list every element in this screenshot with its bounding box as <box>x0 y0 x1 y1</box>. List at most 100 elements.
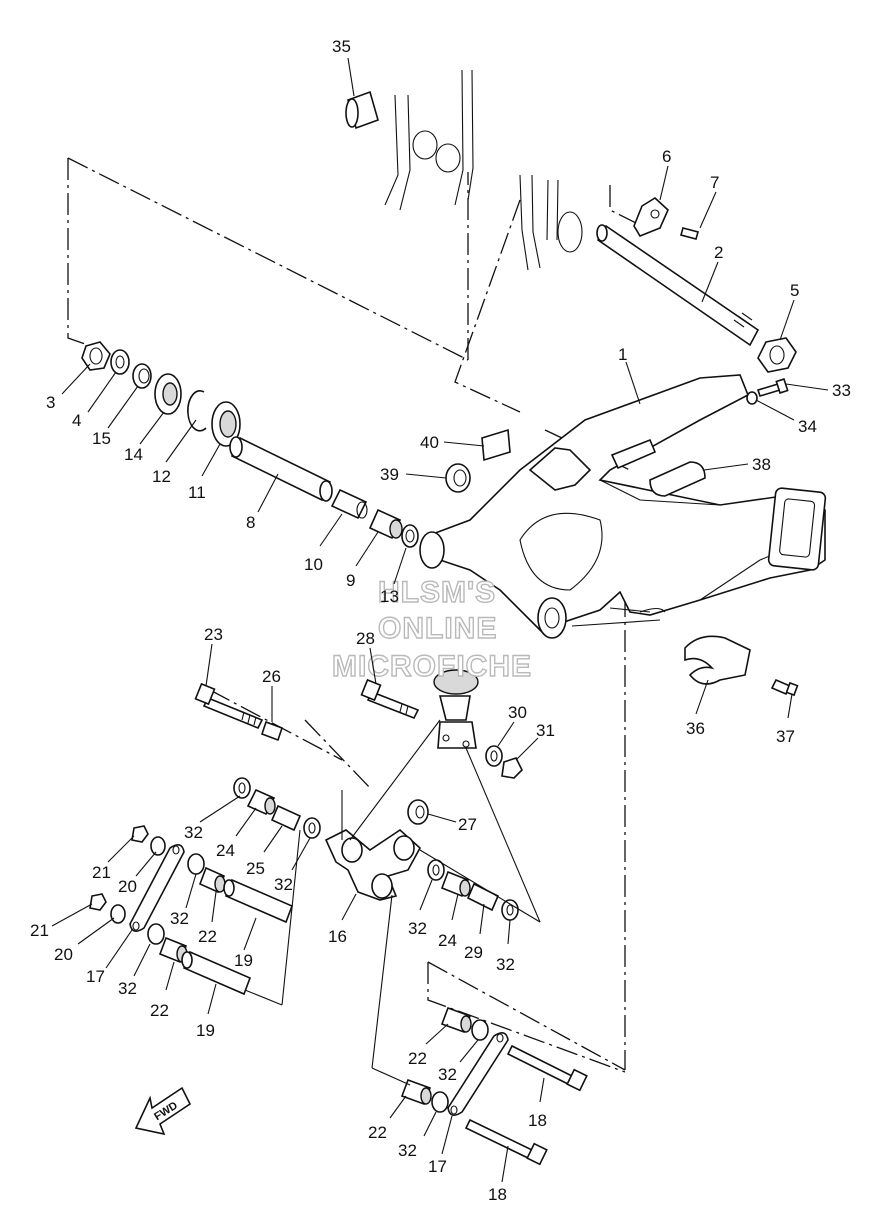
part-5-nut <box>757 337 797 373</box>
watermark-line2: ONLINE <box>378 612 497 645</box>
callout-34: 34 <box>798 417 817 436</box>
callout-22: 22 <box>150 1001 169 1020</box>
part-7-bolt <box>680 227 699 240</box>
callout-32: 32 <box>274 875 293 894</box>
callout-16: 16 <box>328 927 347 946</box>
part-19-tubes <box>181 878 294 996</box>
callout-12: 12 <box>152 467 171 486</box>
part-35-cap <box>345 90 379 130</box>
watermark: HLSM'S ONLINE MICROFICHE <box>331 575 532 683</box>
callout-25: 25 <box>246 859 265 878</box>
callout-19: 19 <box>234 951 253 970</box>
callout-4: 4 <box>72 411 81 430</box>
callout-32: 32 <box>184 823 203 842</box>
part-39-grommet <box>445 463 471 493</box>
part-17-links <box>129 844 509 1116</box>
part-4-washer <box>110 349 130 375</box>
callout-11: 11 <box>188 483 206 502</box>
part-13-seal <box>401 524 419 548</box>
bearing-group-upper <box>233 777 321 839</box>
callout-36: 36 <box>686 719 705 738</box>
callout-17: 17 <box>428 1157 447 1176</box>
part-9-bearing <box>368 508 403 540</box>
callout-15: 15 <box>92 429 111 448</box>
callout-6: 6 <box>662 147 671 166</box>
callout-33: 33 <box>832 381 851 400</box>
callout-8: 8 <box>246 513 255 532</box>
callout-35: 35 <box>332 37 351 56</box>
frame-tubes <box>384 69 583 271</box>
callout-27: 27 <box>458 815 477 834</box>
fwd-arrow-icon: FWD <box>134 1086 192 1136</box>
callout-14: 14 <box>124 445 143 464</box>
callout-29: 29 <box>464 943 483 962</box>
callout-24: 24 <box>438 931 457 950</box>
callout-32: 32 <box>496 955 515 974</box>
part-27-collar <box>407 799 429 825</box>
callout-13: 13 <box>380 587 399 606</box>
part-30-washer <box>485 745 503 767</box>
callout-2: 2 <box>714 243 723 262</box>
watermark-line3: MICROFICHE <box>332 650 532 683</box>
callout-19: 19 <box>196 1021 215 1040</box>
part-33-bolt <box>756 378 789 397</box>
callout-38: 38 <box>752 455 771 474</box>
part-34-washer <box>746 391 758 405</box>
part-2-pivot-shaft <box>596 224 760 347</box>
callout-30: 30 <box>508 703 527 722</box>
callout-22: 22 <box>408 1049 427 1068</box>
part-38-cap <box>649 461 706 497</box>
bearing-group-left <box>89 825 226 964</box>
callout-7: 7 <box>710 173 719 192</box>
callout-26: 26 <box>262 667 281 686</box>
callout-32: 32 <box>438 1065 457 1084</box>
callout-32: 32 <box>398 1141 417 1160</box>
callout-21: 21 <box>92 863 111 882</box>
callout-21: 21 <box>30 921 49 940</box>
callout-5: 5 <box>790 281 799 300</box>
part-28-bolt <box>360 678 420 720</box>
part-shock-mount <box>433 669 479 749</box>
callout-labels: 35 6 7 2 5 1 33 34 3 4 15 14 12 11 8 10 <box>30 37 851 1204</box>
part-14-seal <box>154 373 182 415</box>
callout-32: 32 <box>118 979 137 998</box>
part-40-label <box>481 428 511 462</box>
part-11-bearing <box>211 401 241 447</box>
part-12-circlip <box>187 389 207 432</box>
part-10-bushing <box>330 488 368 520</box>
callout-40: 40 <box>420 433 439 452</box>
callout-39: 39 <box>380 465 399 484</box>
callout-1: 1 <box>618 345 627 364</box>
part-31-nut <box>501 757 523 779</box>
callout-17: 17 <box>86 967 105 986</box>
callout-10: 10 <box>304 555 323 574</box>
callout-24: 24 <box>216 841 235 860</box>
callout-3: 3 <box>46 393 55 412</box>
part-15-collar <box>132 363 152 389</box>
callout-23: 23 <box>204 625 223 644</box>
part-37-screw <box>770 678 799 697</box>
callout-20: 20 <box>118 877 137 896</box>
callout-9: 9 <box>346 571 355 590</box>
part-3-nut <box>81 341 111 371</box>
callout-37: 37 <box>776 727 795 746</box>
part-18-bolts <box>464 1044 588 1166</box>
callout-31: 31 <box>536 721 555 740</box>
part-1-swingarm <box>419 374 827 639</box>
part-8-collar-tube <box>229 436 333 502</box>
callout-32: 32 <box>170 909 189 928</box>
part-36-guard <box>684 635 751 685</box>
assembly-guide-lines <box>244 619 661 1086</box>
part-16-relay-arm <box>324 828 422 901</box>
callout-28: 28 <box>356 629 375 648</box>
bearing-group-lower <box>400 1006 489 1113</box>
watermark-line1: HLSM'S <box>378 576 496 609</box>
callout-32: 32 <box>408 919 427 938</box>
callout-18: 18 <box>488 1185 507 1204</box>
callout-22: 22 <box>368 1123 387 1142</box>
callout-22: 22 <box>198 927 217 946</box>
part-26-collar <box>260 720 284 742</box>
callout-18: 18 <box>528 1111 547 1130</box>
part-23-bolt <box>194 682 264 730</box>
